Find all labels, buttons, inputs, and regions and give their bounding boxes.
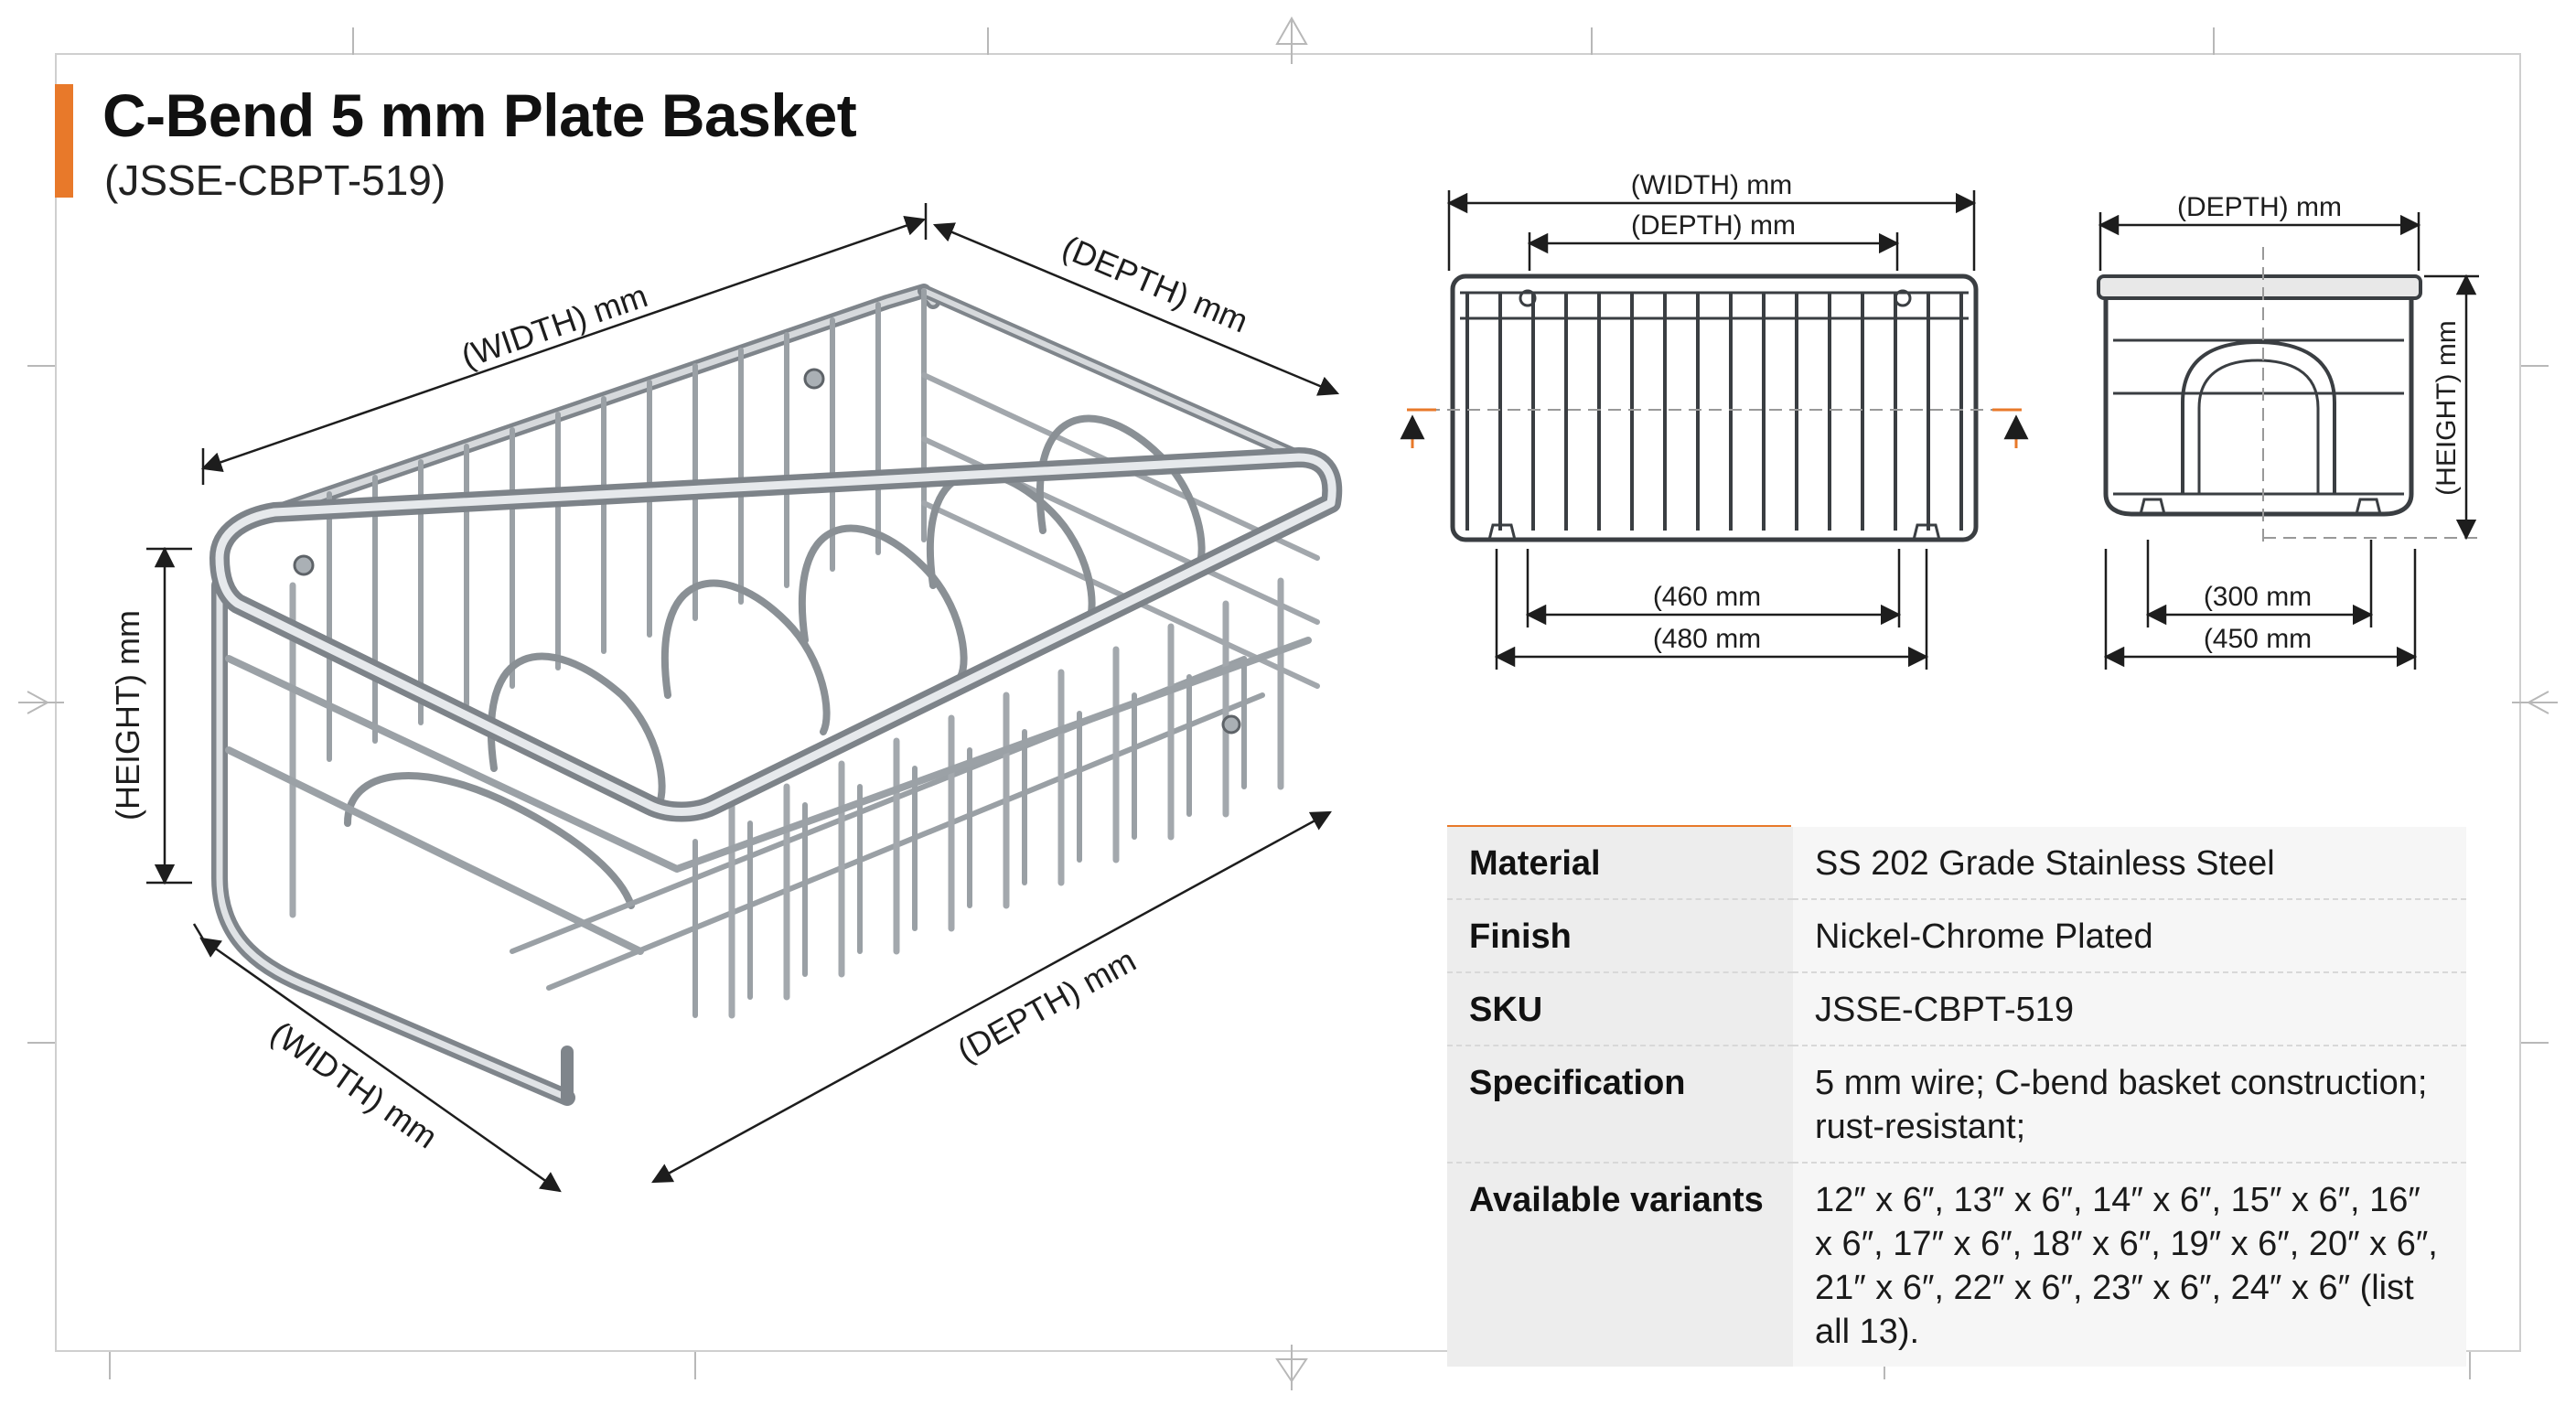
iso-dimension-lines [146,203,1340,1193]
spec-value-sku: JSSE-CBPT-519 [1793,972,2466,1046]
spec-key-finish: Finish [1447,899,1793,973]
iso-height-label: (HEIGHT) mm [109,610,146,820]
spec-key-sku: SKU [1447,972,1793,1046]
registration-marks [18,16,2558,1390]
spec-key-specification: Specification [1447,1046,1793,1164]
front-dim-outer-label: (480 mm [1653,624,1761,654]
front-view-drawing [1450,273,1979,542]
front-view-height-markers [1400,408,2029,448]
spec-key-material: Material [1447,827,1793,900]
spec-key-variants: Available variants [1447,1163,1793,1367]
basket-isometric-illustration [209,284,1343,1106]
table-row: Available variants 12″ x 6″, 13″ x 6″, 1… [1447,1163,2466,1367]
table-row: SKU JSSE-CBPT-519 [1447,972,2466,1046]
table-row: Specification 5 mm wire; C-bend basket c… [1447,1046,2466,1164]
side-dim-outer-label: (450 mm [2204,624,2312,654]
side-dim-inner-label: (300 mm [2204,582,2312,612]
side-depth-label: (DEPTH) mm [2177,192,2342,222]
iso-depth-bottom-label: (DEPTH) mm [951,941,1143,1070]
side-height-label: (HEIGHT) mm [2431,320,2462,496]
specifications-table: Material SS 202 Grade Stainless Steel Fi… [1447,827,2466,1367]
spec-value-variants: 12″ x 6″, 13″ x 6″, 14″ x 6″, 15″ x 6″, … [1793,1163,2466,1367]
front-width-label: (WIDTH) mm [1631,170,1793,200]
front-view-dimension-lines [1446,190,1977,670]
table-row: Finish Nickel-Chrome Plated [1447,899,2466,973]
side-view-drawing [2097,274,2422,517]
front-depth-label: (DEPTH) mm [1631,210,1796,241]
spec-value-material: SS 202 Grade Stainless Steel [1793,827,2466,900]
table-row: Material SS 202 Grade Stainless Steel [1447,827,2466,900]
front-dim-inner-label: (460 mm [1653,582,1761,612]
iso-width-top-label: (WIDTH) mm [456,276,652,375]
side-view-centerlines [2262,247,2477,549]
title-accent-bar [55,84,73,198]
page-title: C-Bend 5 mm Plate Basket [102,81,857,149]
page-subtitle: (JSSE-CBPT-519) [104,156,446,204]
spec-value-finish: Nickel-Chrome Plated [1793,899,2466,973]
spec-value-specification: 5 mm wire; C-bend basket construction; r… [1793,1046,2466,1164]
plate-divider-arches [344,414,1206,909]
iso-depth-top-label: (DEPTH) mm [1057,228,1253,339]
side-view-dimension-lines [2098,212,2479,670]
front-view-bars [1465,293,1963,531]
